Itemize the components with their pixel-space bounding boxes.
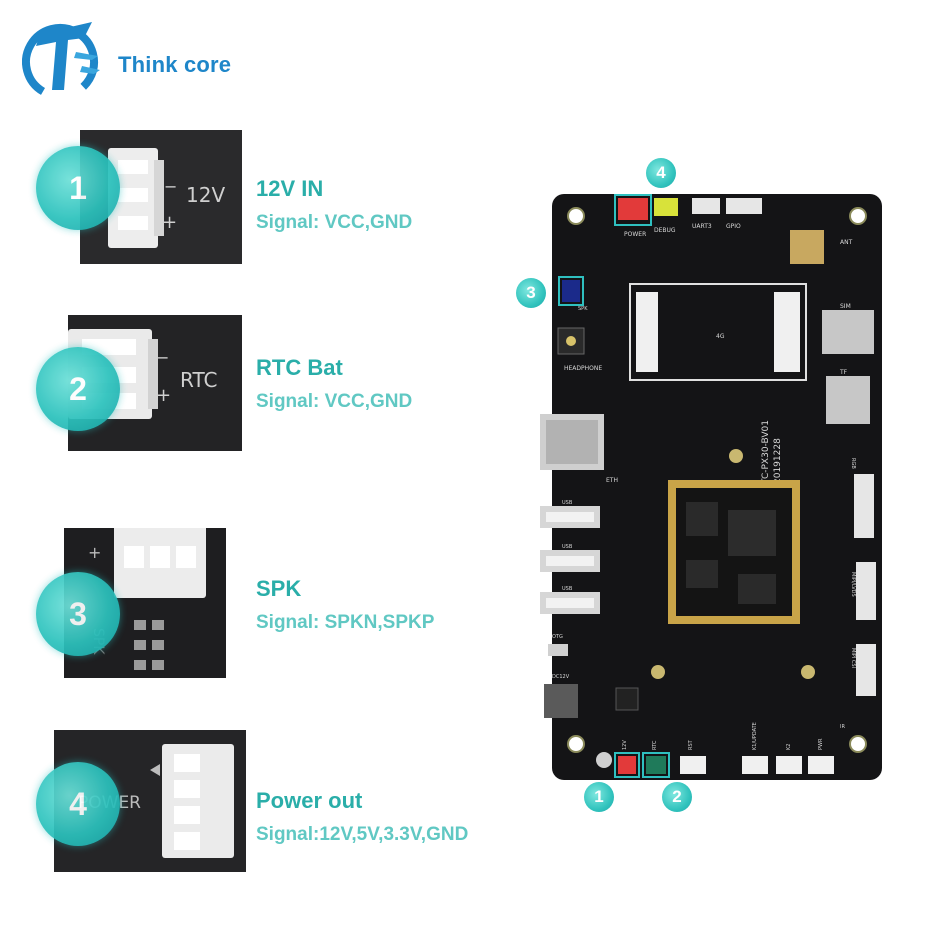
silk-usb-1: USB: [562, 500, 573, 506]
silk-otg: OTG: [552, 634, 563, 640]
silk-rtc: RTC: [652, 740, 658, 750]
brand-name: Think core: [118, 52, 232, 77]
silk-ant: ANT: [840, 239, 853, 246]
silk-board-model: TC-PX30-BV01: [761, 420, 771, 485]
silk-dc12v: DC12V: [552, 674, 570, 680]
connector-row-4: POWER 4 Power out Signal:12V,5V,3.3V,GND: [0, 730, 520, 880]
silk-board-date: 20191228: [773, 438, 783, 484]
svg-text:+: +: [88, 543, 101, 562]
silk-k1-update: K1/UPDATE: [752, 722, 758, 750]
connector-badge-3: 3: [36, 572, 120, 656]
silk-headphone: HEADPHONE: [564, 365, 602, 372]
silk-rgb: RGB: [850, 458, 856, 469]
silk-power: POWER: [624, 231, 646, 238]
svg-text:+: +: [162, 212, 177, 233]
thumb-label-rtc: RTC: [180, 368, 217, 392]
callout-4: 4: [646, 158, 676, 188]
silk-12v: 12V: [622, 740, 628, 750]
silk-sim: SIM: [840, 303, 851, 310]
think-core-logo-icon: [22, 22, 100, 100]
silk-pwr: PWR: [818, 738, 824, 750]
thumb-label-12v: 12V: [186, 183, 225, 207]
connector-photo-12v: − + 12V: [80, 130, 242, 264]
connector-badge-4: 4: [36, 762, 120, 846]
svg-text:−: −: [156, 348, 169, 367]
silk-usb-2: USB: [562, 544, 573, 550]
callout-3: 3: [516, 278, 546, 308]
highlight-12v-connector: [614, 752, 640, 778]
silk-spk: SPK: [578, 306, 588, 312]
callout-1: 1: [584, 782, 614, 812]
silk-eth: ETH: [606, 477, 618, 484]
silk-gpio: GPIO: [726, 223, 741, 230]
highlight-rtc-connector: [642, 752, 670, 778]
connector-title-spk: SPK: [256, 576, 302, 601]
connector-signal-spk: Signal: SPKN,SPKP: [256, 612, 435, 633]
silk-tf: TF: [839, 369, 848, 376]
connector-row-3: + SPK 3 SPK Signal: SPKN,SPKP: [0, 512, 520, 682]
connector-signal-power-out: Signal:12V,5V,3.3V,GND: [256, 824, 469, 845]
connector-title-rtc-bat: RTC Bat: [256, 355, 343, 380]
connector-signal-rtc-bat: Signal: VCC,GND: [256, 391, 413, 412]
silk-usb-3: USB: [562, 586, 573, 592]
svg-text:+: +: [156, 385, 171, 406]
silk-mipi-csi: MIPI CSI: [850, 648, 856, 668]
board-image: POWER DEBUG UART3 GPIO ANT SPK HEADPHONE…: [516, 158, 895, 812]
silk-mipi-lvds: MIPI/LVDS: [850, 572, 856, 597]
connector-title-12v-in: 12V IN: [256, 176, 324, 201]
silk-ir: IR: [840, 724, 845, 730]
silk-rst: RST: [688, 739, 694, 750]
silk-debug: DEBUG: [654, 227, 676, 234]
board-svg: POWER DEBUG UART3 GPIO ANT SPK HEADPHONE…: [540, 194, 882, 780]
callout-2: 2: [662, 782, 692, 812]
highlight-power-connector: [614, 194, 652, 226]
silk-k2: K2: [786, 744, 792, 750]
connector-badge-2: 2: [36, 347, 120, 431]
silk-4g: 4G: [716, 333, 725, 340]
connector-title-power-out: Power out: [256, 788, 363, 813]
connector-badge-1: 1: [36, 146, 120, 230]
connector-photo-rtc: − + RTC: [68, 315, 242, 451]
silk-uart3: UART3: [692, 223, 712, 230]
highlight-spk-connector: [558, 276, 584, 306]
connector-row-2: − + RTC 2 RTC Bat Signal: VCC,GND: [0, 315, 520, 455]
brand-logo: Think core: [22, 12, 242, 102]
connector-row-1: − + 12V 1 12V IN Signal: VCC,GND: [0, 130, 520, 270]
svg-text:−: −: [164, 177, 177, 196]
connector-signal-12v-in: Signal: VCC,GND: [256, 212, 413, 233]
